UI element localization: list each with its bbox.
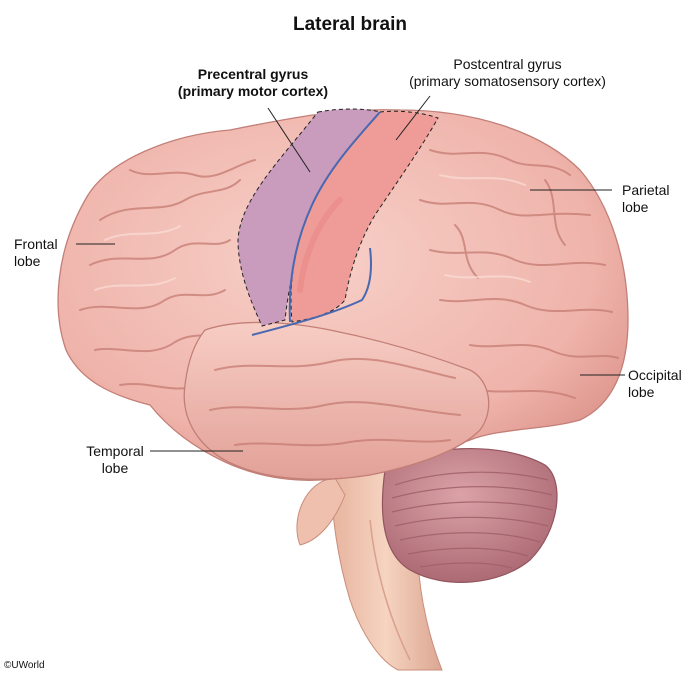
leader-lines <box>76 95 625 452</box>
temporal-label-line2: lobe <box>101 460 129 476</box>
temporal-lobe <box>183 321 490 480</box>
parietal-label-line1: Parietal <box>622 182 670 198</box>
diagram-title: Lateral brain <box>292 14 408 35</box>
frontal-lobe-label: Frontal lobe <box>14 236 58 270</box>
central-sulcus <box>288 111 381 323</box>
occipital-label-line2: lobe <box>628 384 655 400</box>
frontal-label-line1: Frontal <box>14 236 58 252</box>
parietal-label-line2: lobe <box>622 199 649 215</box>
occipital-lobe-label: Occipital lobe <box>628 367 682 401</box>
postcentral-label: Postcentral gyrus (primary somatosensory… <box>400 56 615 90</box>
frontal-label-line2: lobe <box>14 253 41 269</box>
postcentral-label-line1: Postcentral gyrus <box>453 56 562 72</box>
postcentral-label-line2: (primary somatosensory cortex) <box>409 73 606 89</box>
temporal-label-line1: Temporal <box>86 443 144 459</box>
copyright: ©UWorld <box>4 660 45 671</box>
cerebellum <box>381 448 558 583</box>
temporal-lobe-label: Temporal lobe <box>78 443 152 477</box>
precentral-label-line1: Precentral gyrus <box>197 66 309 82</box>
parietal-lobe-label: Parietal lobe <box>622 182 669 216</box>
precentral-label: Precentral gyrus (primary motor cortex) <box>168 66 338 100</box>
precentral-label-line2: (primary motor cortex) <box>177 83 329 99</box>
occipital-label-line1: Occipital <box>628 367 682 383</box>
lateral-sulcus <box>251 247 372 336</box>
